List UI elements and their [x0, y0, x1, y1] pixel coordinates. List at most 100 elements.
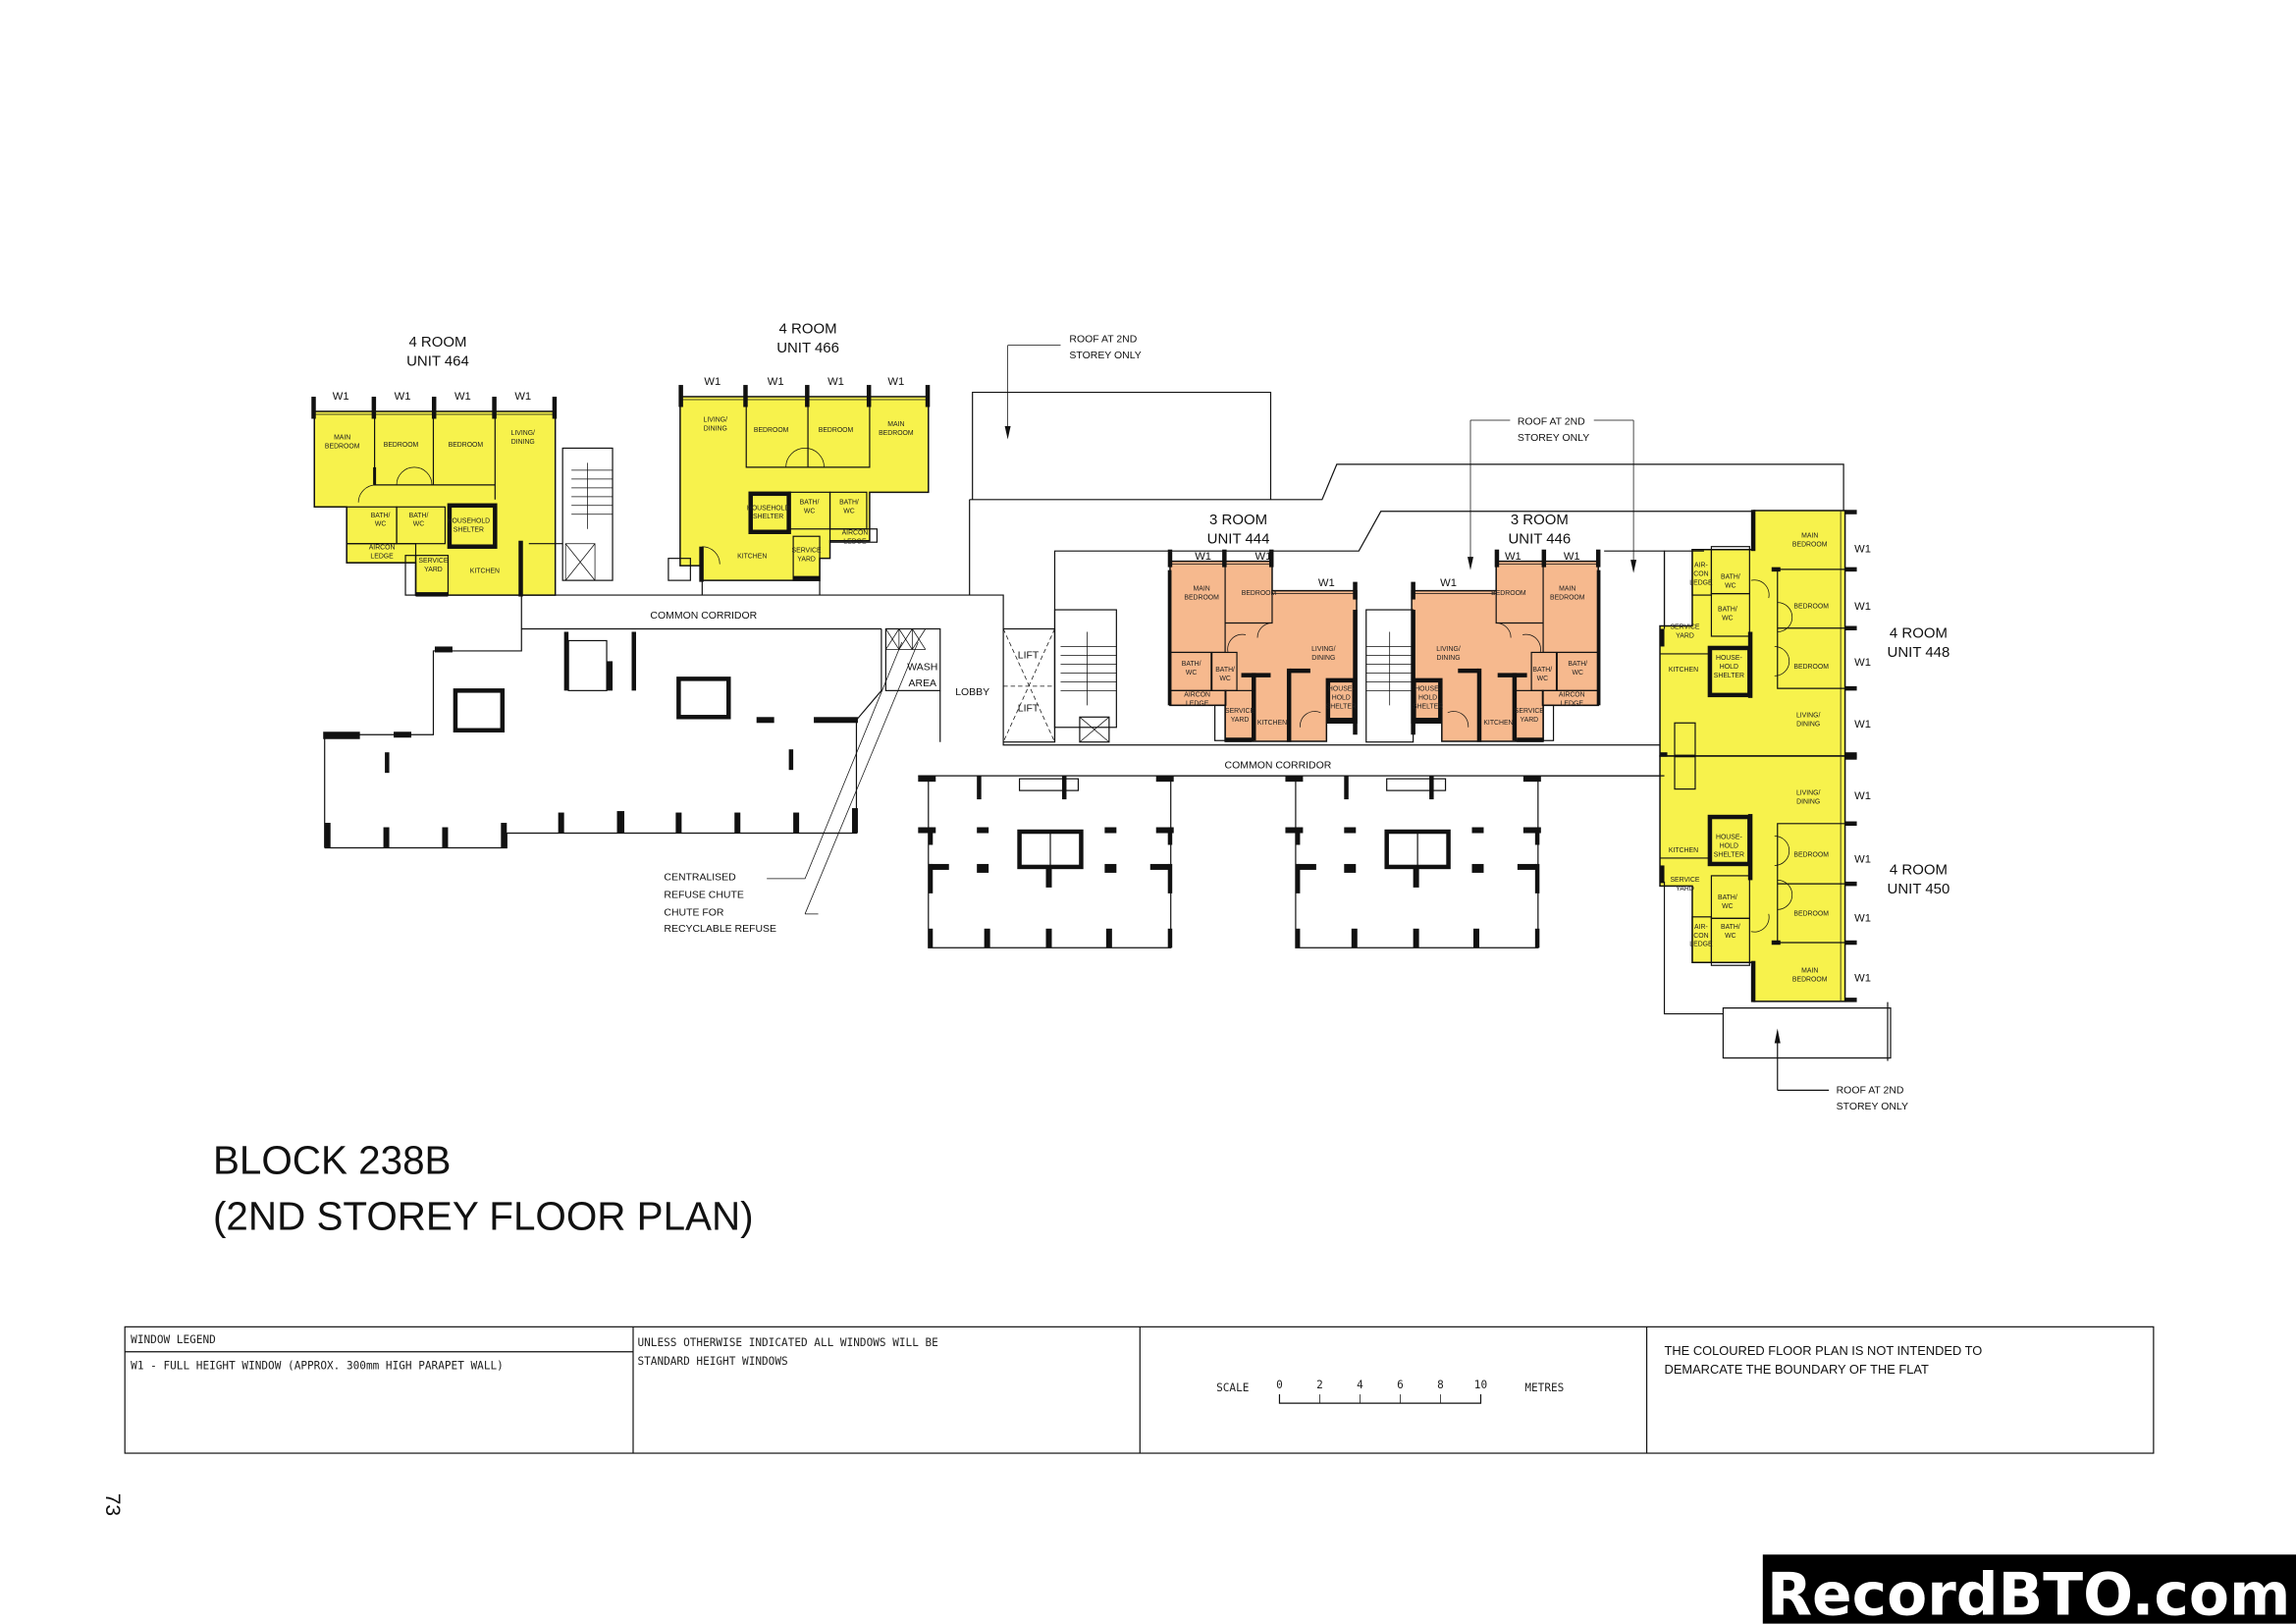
- scale-tick-label: 0: [1276, 1379, 1283, 1391]
- room-label: KITCHEN: [1669, 847, 1698, 854]
- window-label: W1: [1440, 577, 1457, 589]
- staircase-2: [1365, 609, 1415, 743]
- room-label: BATH/WC: [1721, 574, 1740, 590]
- lift-label: LIFT: [1018, 703, 1040, 714]
- legend-table: WINDOW LEGEND W1 - FULL HEIGHT WINDOW (A…: [124, 1326, 2155, 1454]
- scale-tick-label: 2: [1316, 1379, 1323, 1391]
- window-label: W1: [1854, 973, 1871, 985]
- window-label: W1: [1564, 551, 1580, 563]
- scale-label: SCALE: [1216, 1381, 1249, 1394]
- common-corridor-label: COMMON CORRIDOR: [1225, 761, 1332, 772]
- room-label: LIVING/DINING: [1796, 712, 1821, 728]
- page-subtitle: (2ND STOREY FLOOR PLAN): [213, 1194, 754, 1239]
- room-label: LIVING/DINING: [511, 430, 536, 446]
- lobby-label: LOBBY: [955, 687, 989, 698]
- room-label: BATH/WC: [1215, 667, 1235, 682]
- disclaimer: THE COLOURED FLOOR PLAN IS NOT INTENDED …: [1665, 1343, 1983, 1377]
- room-label: KITCHEN: [470, 568, 500, 575]
- room-label: KITCHEN: [1483, 720, 1513, 727]
- window-label: W1: [1505, 551, 1522, 563]
- room-label: KITCHEN: [737, 554, 767, 561]
- scale-tick-label: 6: [1397, 1379, 1404, 1391]
- watermark: RecordBTO.com: [1762, 1554, 2296, 1624]
- room-label: BATH/WC: [371, 513, 391, 528]
- roof-box-bottom: [1722, 1001, 1892, 1092]
- window-legend-header: WINDOW LEGEND: [131, 1333, 216, 1346]
- roof-outlines: [969, 391, 1844, 742]
- scale-tick-label: 10: [1474, 1379, 1487, 1391]
- room-label: BEDROOM: [1491, 590, 1526, 597]
- room-label: LIVING/DINING: [1311, 646, 1336, 662]
- room-label: BATH/WC: [1721, 924, 1740, 940]
- page-number: 73: [101, 1493, 124, 1516]
- room-label: BEDROOM: [384, 442, 419, 449]
- room-label: LIVING/DINING: [704, 416, 728, 432]
- staircase-1: [561, 447, 614, 581]
- room-label: BEDROOM: [1793, 851, 1829, 858]
- scale-tick-label: 4: [1357, 1379, 1363, 1391]
- podium-left: [323, 499, 1004, 849]
- room-label: KITCHEN: [1669, 667, 1698, 674]
- window-label: W1: [514, 391, 531, 403]
- room-label: LIVING/DINING: [1796, 790, 1821, 806]
- window-label: W1: [768, 376, 784, 388]
- window-label: W1: [333, 391, 349, 403]
- room-label: BEDROOM: [1793, 604, 1829, 611]
- room-label: BEDROOM: [1793, 664, 1829, 671]
- window-label: W1: [1854, 601, 1871, 613]
- window-label: W1: [1318, 577, 1335, 589]
- window-label: W1: [1854, 544, 1871, 556]
- window-label: W1: [1255, 551, 1272, 563]
- window-label: W1: [1195, 551, 1211, 563]
- page-title: BLOCK 238B: [213, 1138, 451, 1183]
- window-label: W1: [1854, 790, 1871, 802]
- room-label: BATH/WC: [1718, 894, 1737, 910]
- unit-466-plan: [667, 385, 931, 596]
- leader-lines: [767, 345, 1637, 915]
- window-label: W1: [1854, 657, 1871, 669]
- room-label: KITCHEN: [1257, 720, 1287, 727]
- room-label: BATH/WC: [1182, 661, 1201, 677]
- room-label: BEDROOM: [1793, 910, 1829, 917]
- room-label: BEDROOM: [1242, 590, 1277, 597]
- standard-window-note: UNLESS OTHERWISE INDICATED ALL WINDOWS W…: [637, 1336, 937, 1368]
- scale-unit: METRES: [1524, 1381, 1564, 1394]
- window-label: W1: [395, 391, 411, 403]
- window-label: W1: [1854, 719, 1871, 731]
- podium-middle: [918, 776, 1174, 948]
- window-label: W1: [1854, 912, 1871, 924]
- room-label: LIVING/DINING: [1436, 646, 1461, 662]
